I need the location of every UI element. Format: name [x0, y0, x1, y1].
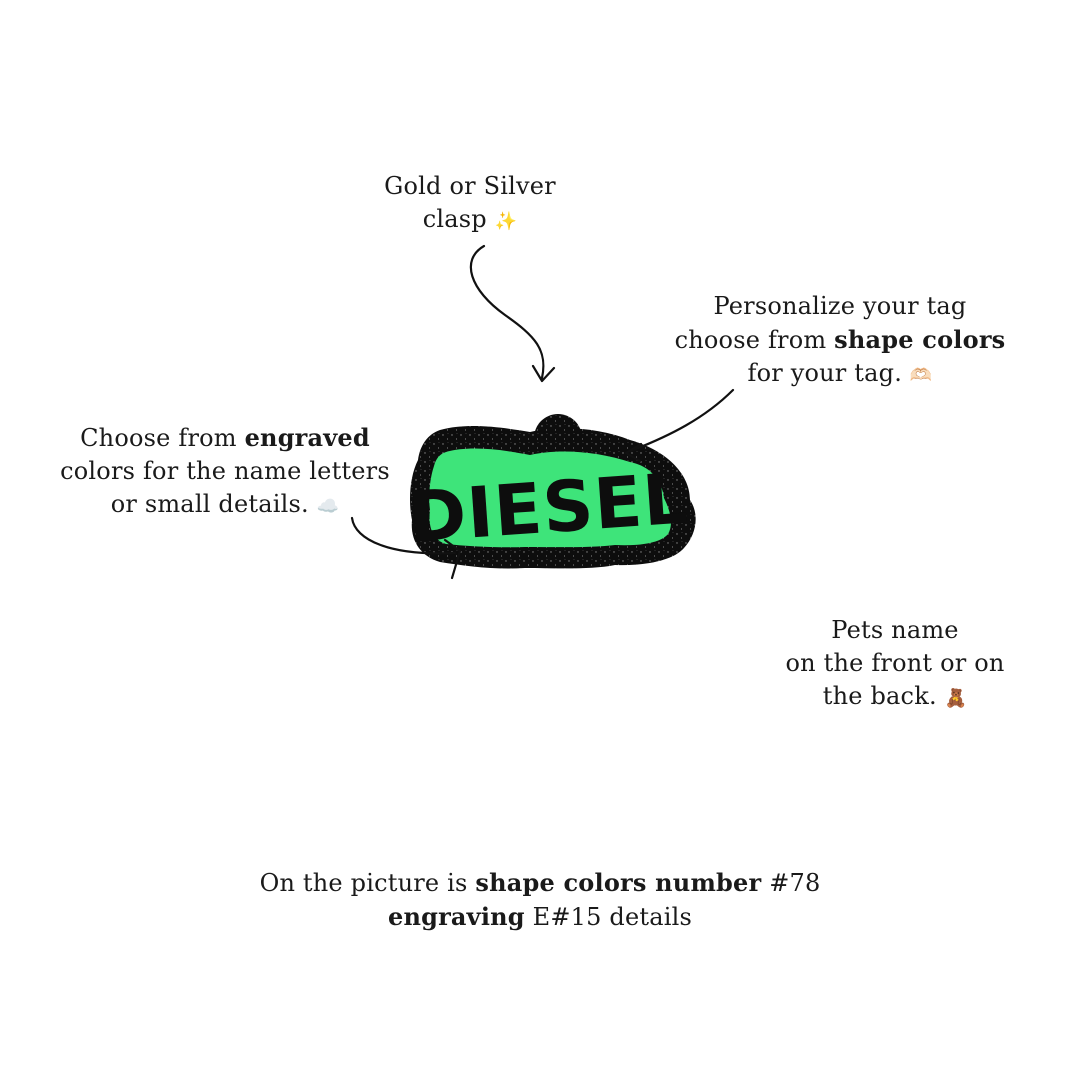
pet-name-engraving: DIESEL — [405, 457, 691, 558]
clasp-callout-line1: Gold or Silver — [384, 172, 556, 200]
caption-line1-prefix: On the picture is — [259, 869, 476, 897]
engraved-arrow-head — [443, 538, 462, 580]
engraved-callout-line2: colors for the name letters — [60, 457, 390, 485]
engraved-callout-line1-prefix: Choose from — [80, 424, 245, 452]
shape-callout-line2-prefix: choose from — [674, 326, 835, 354]
shape-callout-line2-bold: shape colors — [834, 325, 1006, 354]
clasp-callout-line2: clasp — [422, 205, 487, 233]
picture-details-caption: On the picture is shape colors number #7… — [180, 866, 900, 934]
caption-line1-bold: shape colors number — [475, 868, 762, 897]
shape-callout-line3: for your tag. — [747, 359, 903, 387]
caption-line2-bold: engraving — [387, 902, 525, 931]
engraved-arrow — [350, 516, 457, 555]
caption-line1-suffix: #78 — [769, 869, 821, 897]
name-callout-line3: the back. — [822, 682, 937, 710]
sparkles-icon: ✨ — [494, 211, 518, 232]
shape-callout-line1: Personalize your tag — [713, 292, 967, 320]
engraving-outline — [429, 448, 671, 548]
engraved-callout-line3: or small details. — [110, 490, 309, 518]
pet-name-callout: Pets name on the front or on the back. 🧸 — [760, 614, 1030, 715]
shape-arrow — [626, 388, 735, 454]
caption-line2-suffix: E#15 details — [532, 903, 693, 931]
name-callout-line2: on the front or on — [785, 649, 1005, 677]
teddy-bear-icon: 🧸 — [944, 688, 968, 709]
engraved-callout-line1-bold: engraved — [244, 423, 370, 452]
cloud-icon: ☁️ — [316, 496, 340, 517]
shape-colors-callout: Personalize your tag choose from shape c… — [650, 290, 1030, 392]
clasp-callout: Gold or Silver clasp ✨ — [340, 170, 600, 238]
heart-hands-icon: 🫶🏻 — [909, 365, 933, 386]
name-callout-line1: Pets name — [831, 616, 959, 644]
shape-arrow-head — [624, 442, 643, 463]
clasp-arrow-head — [531, 364, 556, 383]
engraved-colors-callout: Choose from engraved colors for the name… — [40, 421, 410, 523]
clasp-arrow — [469, 244, 545, 380]
